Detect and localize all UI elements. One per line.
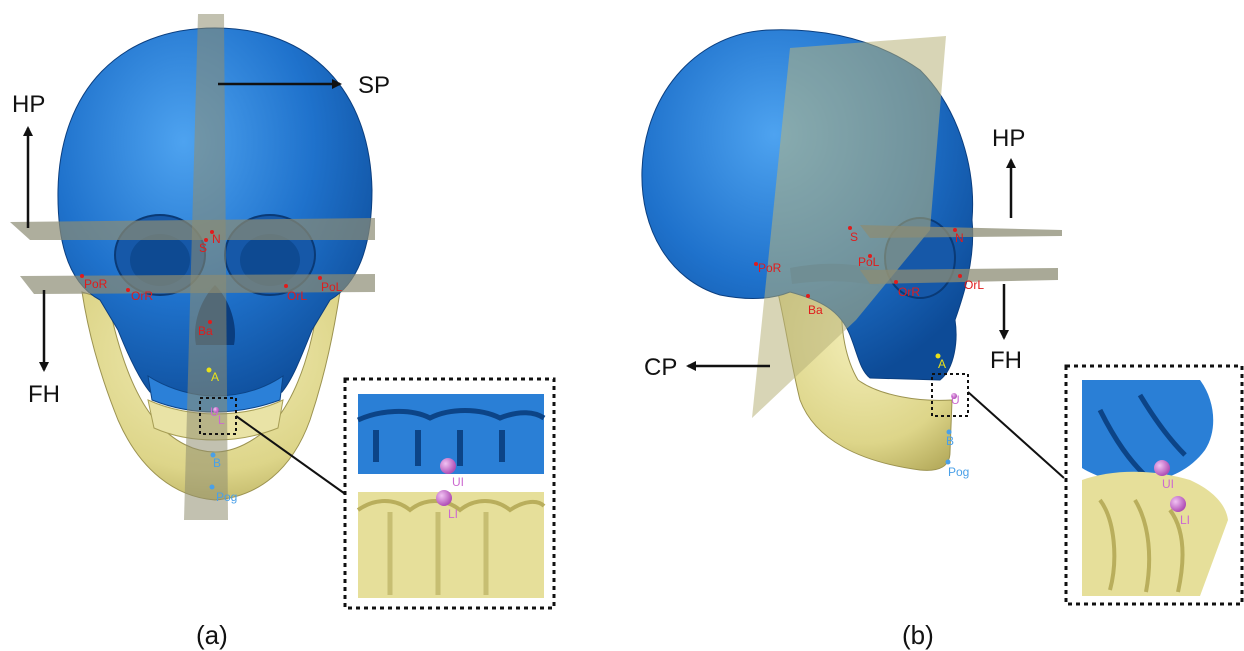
landmark-n: N xyxy=(212,232,221,246)
zoom-lower-teeth-b xyxy=(1082,472,1228,596)
zoom-inset-a: UI LI xyxy=(345,379,554,608)
landmark-pol-b: PoL xyxy=(858,255,880,269)
landmark-s-b: S xyxy=(850,230,858,244)
landmark-dot-ba-b xyxy=(806,294,810,298)
landmark-dot-orr-b xyxy=(894,280,898,284)
panel-b: HP FH CP S N PoR PoL OrR OrL Ba A U B xyxy=(642,30,1242,650)
landmark-por: PoR xyxy=(84,277,108,291)
panel-a: SP HP FH S N PoR OrR OrL PoL Ba A U L xyxy=(10,14,554,650)
landmark-b-b: B xyxy=(946,434,954,448)
landmark-orr-b: OrR xyxy=(898,285,920,299)
zoom-lower-incisor-point-a xyxy=(436,490,452,506)
hp-label: HP xyxy=(12,91,45,118)
hp-label-b: HP xyxy=(992,125,1025,152)
landmark-orl-b: OrL xyxy=(964,278,984,292)
caption-b: (b) xyxy=(902,620,934,650)
landmark-orr: OrR xyxy=(131,289,153,303)
landmark-dot-orl xyxy=(284,284,288,288)
fh-label-b: FH xyxy=(990,347,1022,374)
caption-a: (a) xyxy=(196,620,228,650)
cp-label: CP xyxy=(644,354,677,381)
landmark-dot-orl-b xyxy=(958,274,962,278)
landmark-orl: OrL xyxy=(287,289,307,303)
zoom-upper-incisor-point-a xyxy=(440,458,456,474)
landmark-l1: L xyxy=(218,413,225,427)
sp-label: SP xyxy=(358,72,390,99)
zoom-ui-label-b: UI xyxy=(1162,477,1174,491)
landmark-ba: Ba xyxy=(198,324,213,338)
zoom-li-label-a: LI xyxy=(448,507,458,521)
zoom-ui-label-a: UI xyxy=(452,475,464,489)
landmark-pol: PoL xyxy=(321,280,343,294)
landmark-ul-b: U xyxy=(951,393,960,407)
fh-label: FH xyxy=(28,381,60,408)
zoom-upper-incisor-point-b xyxy=(1154,460,1170,476)
zoom-inset-b: UI LI xyxy=(1066,366,1242,604)
landmark-pog-b: Pog xyxy=(948,465,969,479)
zoom-leader-b xyxy=(968,392,1064,478)
zoom-li-label-b: LI xyxy=(1180,513,1190,527)
landmark-n-b: N xyxy=(955,231,964,245)
landmark-a-b: A xyxy=(938,357,946,371)
landmark-s: S xyxy=(199,241,207,255)
landmark-b: B xyxy=(213,456,221,470)
zoom-lower-incisor-point-b xyxy=(1170,496,1186,512)
landmark-dot-pog xyxy=(210,485,215,490)
landmark-ba-b: Ba xyxy=(808,303,823,317)
landmark-a: A xyxy=(211,370,219,384)
landmark-dot-pog-b xyxy=(946,460,951,465)
landmark-dot-orr xyxy=(126,288,130,292)
landmark-pog: Pog xyxy=(216,490,237,504)
landmark-por-b: PoR xyxy=(758,261,782,275)
